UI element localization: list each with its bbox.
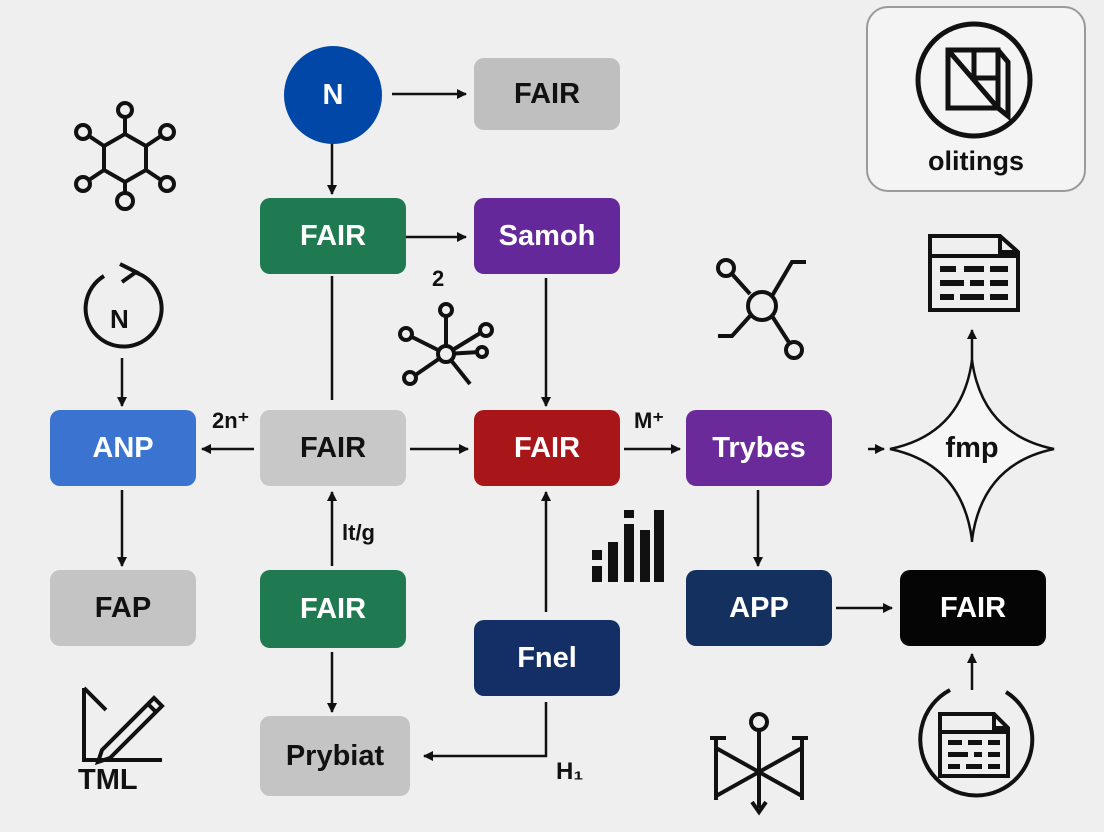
lt-g-label: lt/g	[342, 520, 375, 545]
fair-black-node[interactable]: FAIR	[900, 570, 1046, 646]
olitings-label: olitings	[928, 146, 1024, 176]
fair-green-node-1[interactable]: FAIR	[260, 198, 406, 274]
m-plus-label: M⁺	[634, 408, 664, 433]
samoh-node[interactable]: Samoh	[474, 198, 620, 274]
fair-green-node-2[interactable]: FAIR	[260, 570, 406, 648]
network-icon	[398, 302, 494, 386]
box-icon	[915, 21, 1033, 139]
two-label: 2	[432, 266, 445, 291]
document-circle-icon	[918, 688, 1035, 798]
fmp-diamond-shape[interactable]	[886, 356, 1058, 544]
fap-node[interactable]: FAP	[50, 570, 196, 646]
olitings-panel[interactable]	[866, 6, 1086, 192]
fair-top-node[interactable]: FAIR	[474, 58, 620, 130]
document-table-icon	[928, 234, 1020, 312]
trybes-node[interactable]: Trybes	[686, 410, 832, 486]
arrow-fnel-to-prybiat	[423, 702, 548, 761]
molecule-icon	[74, 101, 176, 211]
prybiat-node[interactable]: Prybiat	[260, 716, 410, 796]
fmp-label: fmp	[945, 432, 999, 464]
fair-red-node[interactable]: FAIR	[474, 410, 620, 486]
cycle-icon	[83, 262, 164, 349]
valve-icon	[710, 712, 808, 816]
cycle-n-label: N	[110, 304, 129, 334]
bar-chart-icon	[592, 510, 664, 582]
node-graph-icon	[716, 258, 806, 360]
anp-node[interactable]: ANP	[50, 410, 196, 486]
n-node[interactable]: N	[284, 46, 382, 144]
ruler-pencil-icon	[82, 686, 165, 766]
app-node[interactable]: APP	[686, 570, 832, 646]
fair-gray-mid-node[interactable]: FAIR	[260, 410, 406, 486]
two-n-plus-label: 2n⁺	[212, 408, 250, 433]
fnel-node[interactable]: Fnel	[474, 620, 620, 696]
tml-label: TML	[78, 764, 138, 796]
h1-label: H₁	[556, 758, 584, 785]
